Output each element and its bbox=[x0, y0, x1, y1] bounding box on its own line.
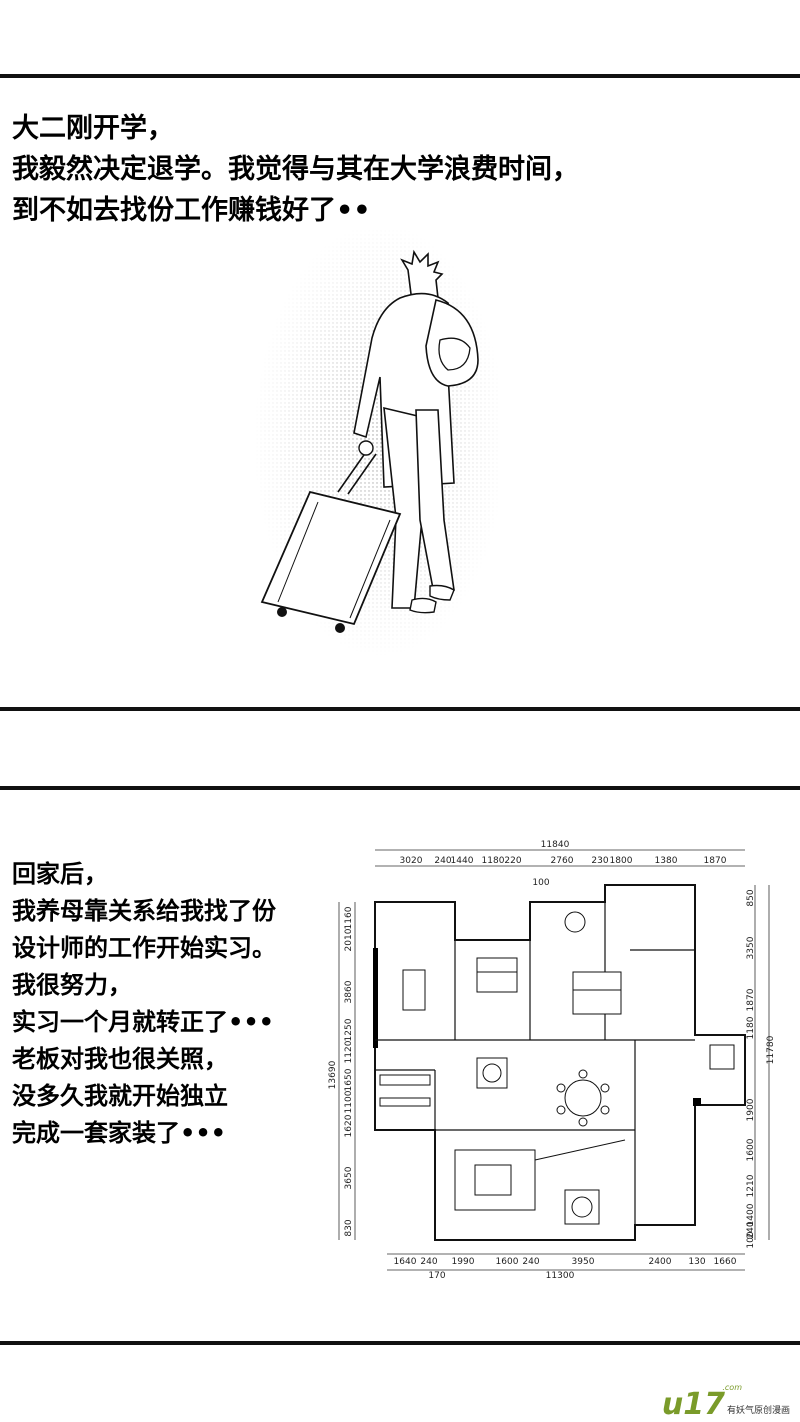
dim-label: 1100 bbox=[344, 1090, 354, 1113]
panel-divider-rule bbox=[0, 707, 800, 711]
panel2-caption: 回家后， 我养母靠关系给我找了份 设计师的工作开始实习。 我很努力， 实习一个月… bbox=[12, 856, 276, 1152]
bottom-dimension-labels: 1640 240 1990 1600 240 3950 2400 130 166… bbox=[394, 1257, 737, 1267]
caption-line: 没多久我就开始独立 bbox=[12, 1082, 228, 1110]
caption-line: 实习一个月就转正了••• bbox=[12, 1008, 275, 1036]
dim-label: 2010 bbox=[344, 928, 354, 951]
dim-top-inner: 100 bbox=[532, 878, 549, 888]
dim-label: 1440 bbox=[451, 856, 474, 866]
left-dimension-labels: 1160 2010 3860 1250 1120 1650 1100 1620 … bbox=[344, 906, 354, 1236]
dim-label: 1660 bbox=[714, 1257, 737, 1267]
dim-label: 240 bbox=[522, 1257, 539, 1267]
dim-label: 1640 bbox=[394, 1257, 417, 1267]
dim-left-total: 13690 bbox=[328, 1060, 338, 1089]
dim-label: 1160 bbox=[344, 906, 354, 929]
dim-label: 1650 bbox=[344, 1068, 354, 1091]
panel1-caption: 大二刚开学， 我毅然决定退学。我觉得与其在大学浪费时间， 到不如去找份工作赚钱好… bbox=[12, 108, 579, 231]
dim-label: 1400 bbox=[746, 1203, 756, 1226]
dim-label: 230 bbox=[591, 856, 608, 866]
caption-line: 到不如去找份工作赚钱好了•• bbox=[12, 195, 371, 226]
dim-label: 1620 bbox=[344, 1114, 354, 1137]
dim-label: 1900 bbox=[746, 1098, 756, 1121]
dim-label: 1210 bbox=[746, 1174, 756, 1197]
dim-label: 2400 bbox=[649, 1257, 672, 1267]
dim-label: 1600 bbox=[746, 1138, 756, 1161]
top-dimension-labels: 3020 240 1440 1180 220 2760 230 1800 138… bbox=[400, 856, 727, 866]
dim-label: 1990 bbox=[452, 1257, 475, 1267]
dim-label: 1180 bbox=[482, 856, 505, 866]
caption-line: 我毅然决定退学。我觉得与其在大学浪费时间， bbox=[12, 154, 579, 185]
dim-label: 3650 bbox=[344, 1166, 354, 1189]
dim-label: 1800 bbox=[610, 856, 633, 866]
dim-label: 1600 bbox=[496, 1257, 519, 1267]
dim-top-total: 11840 bbox=[541, 840, 570, 850]
dim-label: 1380 bbox=[655, 856, 678, 866]
dim-bottom-inner: 170 bbox=[428, 1271, 445, 1281]
u17-logo: u17 有妖气原创漫画 bbox=[661, 1387, 790, 1422]
dim-label: 1120 bbox=[344, 1040, 354, 1063]
logo-mark: u17 bbox=[661, 1387, 725, 1422]
caption-line: 设计师的工作开始实习。 bbox=[12, 934, 276, 962]
right-dimension-labels: 850 3350 1870 1180 1900 1600 1210 1400 2… bbox=[746, 889, 756, 1248]
dim-label: 1250 bbox=[344, 1018, 354, 1041]
apartment-floor-plan: 11840 3020 240 1440 1180 220 2760 230 18… bbox=[328, 840, 775, 1281]
panel-divider-rule bbox=[0, 786, 800, 790]
dim-label: 1870 bbox=[704, 856, 727, 866]
bottom-rule bbox=[0, 1341, 800, 1345]
dim-label: 220 bbox=[504, 856, 521, 866]
dim-label: 3350 bbox=[746, 936, 756, 959]
caption-line: 回家后， bbox=[12, 860, 108, 888]
dim-label: 830 bbox=[344, 1219, 354, 1236]
dim-label: 240 bbox=[420, 1257, 437, 1267]
dim-label: 240 bbox=[746, 1221, 756, 1238]
caption-line: 完成一套家装了••• bbox=[12, 1119, 227, 1147]
dim-label: 130 bbox=[688, 1257, 705, 1267]
dim-label: 1870 bbox=[746, 988, 756, 1011]
dim-label: 3020 bbox=[400, 856, 423, 866]
dim-label: 3950 bbox=[572, 1257, 595, 1267]
dim-label: 100 bbox=[746, 1231, 756, 1248]
dim-bottom-total: 11300 bbox=[546, 1271, 575, 1281]
logo-tagline: 有妖气原创漫画 bbox=[726, 1406, 790, 1416]
top-rule bbox=[0, 74, 800, 78]
logo-domain: .com bbox=[722, 1383, 742, 1392]
dim-label: 1180 bbox=[746, 1016, 756, 1039]
dim-right-total: 11780 bbox=[766, 1035, 775, 1064]
student-with-suitcase-illustration bbox=[252, 230, 500, 658]
dim-label: 3860 bbox=[344, 980, 354, 1003]
dim-label: 240 bbox=[434, 856, 451, 866]
caption-line: 老板对我也很关照， bbox=[12, 1045, 228, 1073]
caption-line: 我很努力， bbox=[12, 971, 132, 999]
dim-label: 2760 bbox=[551, 856, 574, 866]
caption-line: 大二刚开学， bbox=[12, 113, 174, 144]
caption-line: 我养母靠关系给我找了份 bbox=[12, 897, 276, 925]
dim-label: 850 bbox=[746, 889, 756, 906]
